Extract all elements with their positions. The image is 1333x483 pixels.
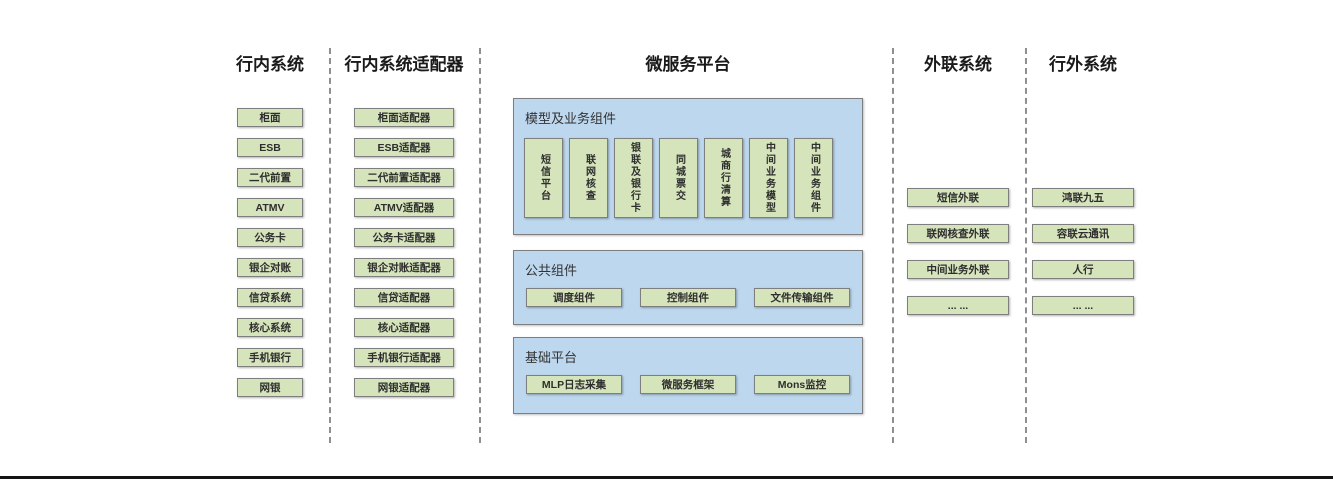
component-box: 城商行清算 [704,138,743,218]
horizontal-box-row: MLP日志采集 微服务框架 Mons监控 [526,375,850,394]
component-label: 银联及银行卡 [628,142,640,214]
panel-label: 公共组件 [525,263,578,278]
platform-panel-base-platform: 基础平台 MLP日志采集 微服务框架 Mons监控 [513,337,863,414]
system-box: 中间业务外联 [907,260,1009,279]
adapter-box: 二代前置适配器 [354,168,454,187]
column-external-systems: 行外系统 鸿联九五 容联云通讯 人行 ... ... [1022,55,1144,315]
component-box: 银联及银行卡 [614,138,653,218]
component-box: 微服务框架 [640,375,736,394]
divider-dashed-line [479,48,481,443]
column-box-list: 柜面 ESB 二代前置 ATMV 公务卡 银企对账 信贷系统 核心系统 手机银行… [237,108,303,397]
system-box: 容联云通讯 [1032,224,1134,243]
panel-label: 模型及业务组件 [525,111,617,126]
column-title: 外联系统 [924,55,992,74]
divider-dashed-line [329,48,331,443]
system-box: 联网核查外联 [907,224,1009,243]
component-box: Mons监控 [754,375,850,394]
vertical-box-row: 短信平台 联网核查 银联及银行卡 同城票交 城商行清算 中间业务模型 中间业务组… [524,138,833,218]
adapter-box: 银企对账适配器 [354,258,454,277]
adapter-box: 手机银行适配器 [354,348,454,367]
bottom-rule [0,476,1333,479]
component-box: 中间业务组件 [794,138,833,218]
column-title: 行内系统 [236,55,304,74]
system-box: 人行 [1032,260,1134,279]
divider-dashed-line [1025,48,1027,443]
adapter-box: 网银适配器 [354,378,454,397]
system-box: 短信外联 [907,188,1009,207]
component-box: 控制组件 [640,288,736,307]
horizontal-box-row: 调度组件 控制组件 文件传输组件 [526,288,850,307]
component-label: 短信平台 [538,154,550,202]
system-box: 二代前置 [237,168,303,187]
platform-panel-model-components: 模型及业务组件 短信平台 联网核查 银联及银行卡 同城票交 城商行清算 中间业务… [513,98,863,235]
adapter-box: ATMV适配器 [354,198,454,217]
system-box: ATMV [237,198,303,217]
column-internal-systems: 行内系统 柜面 ESB 二代前置 ATMV 公务卡 银企对账 信贷系统 核心系统… [209,55,331,397]
adapter-box: 柜面适配器 [354,108,454,127]
component-label: 同城票交 [673,154,685,202]
column-title: 行外系统 [1049,55,1117,74]
column-box-list: 短信外联 联网核查外联 中间业务外联 ... ... [907,188,1009,315]
component-label: 联网核查 [583,154,595,202]
system-box: ... ... [1032,296,1134,315]
system-box: 信贷系统 [237,288,303,307]
component-box: 短信平台 [524,138,563,218]
divider-dashed-line [892,48,894,443]
component-box: 同城票交 [659,138,698,218]
platform-panel-common-components: 公共组件 调度组件 控制组件 文件传输组件 [513,250,863,325]
column-internal-adapters: 行内系统适配器 柜面适配器 ESB适配器 二代前置适配器 ATMV适配器 公务卡… [343,55,465,397]
system-box: ESB [237,138,303,157]
system-box: 鸿联九五 [1032,188,1134,207]
component-box: 调度组件 [526,288,622,307]
panel-label: 基础平台 [525,350,578,365]
adapter-box: ESB适配器 [354,138,454,157]
system-box: 手机银行 [237,348,303,367]
component-box: 中间业务模型 [749,138,788,218]
system-box: 公务卡 [237,228,303,247]
system-box: ... ... [907,296,1009,315]
component-box: 联网核查 [569,138,608,218]
column-box-list: 柜面适配器 ESB适配器 二代前置适配器 ATMV适配器 公务卡适配器 银企对账… [354,108,454,397]
system-box: 柜面 [237,108,303,127]
column-outlink-systems: 外联系统 短信外联 联网核查外联 中间业务外联 ... ... [897,55,1019,315]
platform-title: 微服务平台 [645,55,731,74]
adapter-box: 核心适配器 [354,318,454,337]
system-box: 核心系统 [237,318,303,337]
system-box: 银企对账 [237,258,303,277]
system-box: 网银 [237,378,303,397]
component-label: 中间业务组件 [808,142,820,214]
component-box: 文件传输组件 [754,288,850,307]
adapter-box: 公务卡适配器 [354,228,454,247]
column-title: 行内系统适配器 [344,55,464,74]
component-box: MLP日志采集 [526,375,622,394]
column-box-list: 鸿联九五 容联云通讯 人行 ... ... [1032,188,1134,315]
adapter-box: 信贷适配器 [354,288,454,307]
component-label: 中间业务模型 [763,142,775,214]
component-label: 城商行清算 [718,148,730,208]
